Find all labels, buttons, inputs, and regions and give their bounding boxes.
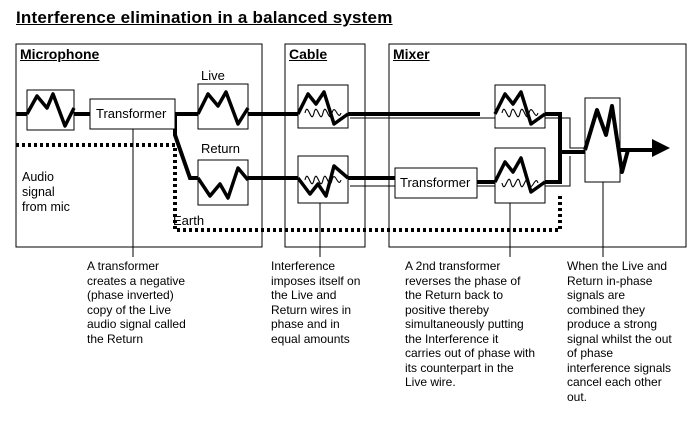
waveform-icon xyxy=(583,97,630,183)
transformer-label: Transformer xyxy=(400,175,471,190)
waveform-icon xyxy=(196,159,250,206)
diagram-title: Interference elimination in a balanced s… xyxy=(16,8,393,27)
live-label: Live xyxy=(201,68,225,83)
transformer-box-1 xyxy=(89,98,176,130)
waveform-icon xyxy=(196,83,250,130)
caption-interference: Interference imposes itself on the Live … xyxy=(271,259,361,346)
earth-line xyxy=(16,143,562,232)
transformer-box-2 xyxy=(394,167,478,199)
earth-label: Earth xyxy=(173,213,205,228)
waveform-icon xyxy=(493,147,547,204)
return-wire-thin xyxy=(350,156,571,187)
section-label-mixer: Mixer xyxy=(393,46,430,62)
audio-signal-label: Audio signal from mic xyxy=(22,170,70,214)
leader-line xyxy=(132,129,604,257)
waveform-icon xyxy=(296,84,350,129)
return-label: Return xyxy=(201,141,241,156)
waveform-icon xyxy=(493,84,547,129)
arrow-right-icon xyxy=(652,139,670,157)
waveform-icon xyxy=(296,155,350,204)
caption-second-transformer: A 2nd transformer reverses the phase of … xyxy=(405,259,536,389)
caption-combined: When the Live and Return in-phase signal… xyxy=(567,259,672,404)
mixer-box xyxy=(388,43,687,248)
caption-transformer: A transformer creates a negative (phase … xyxy=(87,259,186,346)
section-label-cable: Cable xyxy=(289,46,328,62)
cable-box xyxy=(284,43,366,248)
live-wire-thin xyxy=(350,117,585,149)
transformer-label: Transformer xyxy=(96,106,167,121)
section-label-microphone: Microphone xyxy=(20,46,100,62)
waveform-icon xyxy=(25,89,76,131)
